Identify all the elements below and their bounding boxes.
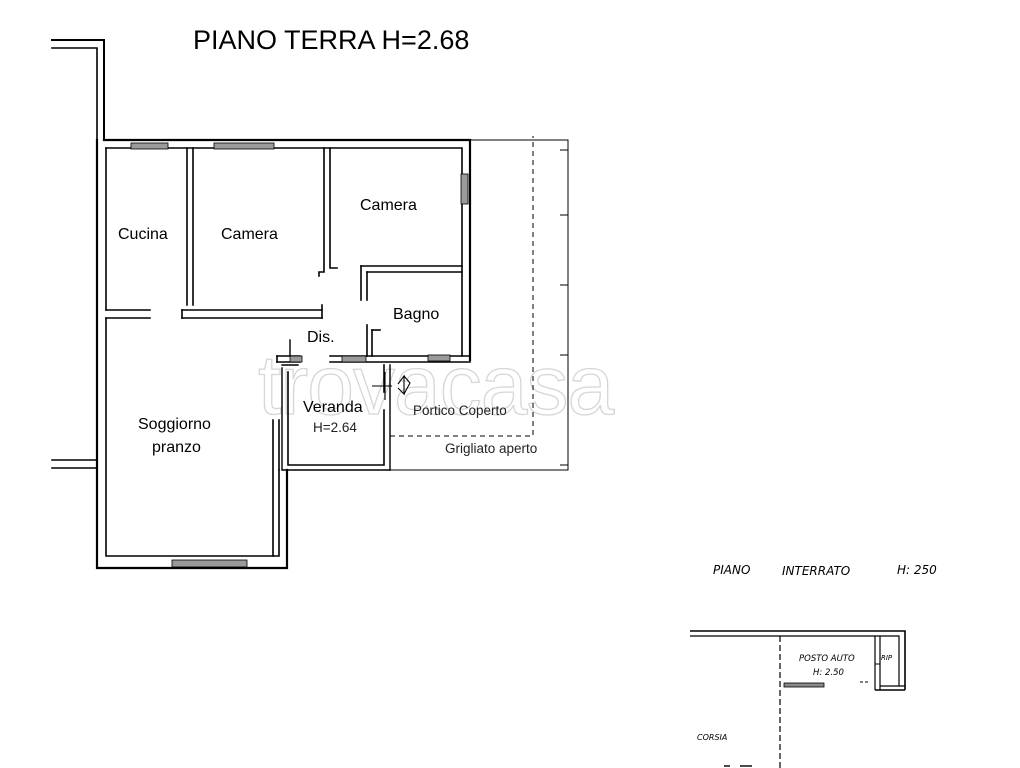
room-label-soggiorno: Soggiorno bbox=[138, 416, 211, 433]
basement-walls bbox=[690, 630, 906, 768]
portico-outline bbox=[390, 136, 569, 471]
grigliato-label: Grigliato aperto bbox=[445, 441, 537, 456]
entrance-door-symbol bbox=[372, 372, 411, 400]
basement-title: PIANO INTERRATO H: 250 bbox=[713, 563, 937, 578]
watermark: trovacasa bbox=[258, 338, 614, 432]
room-label-cucina: Cucina bbox=[118, 226, 168, 243]
veranda-height: H=2.64 bbox=[313, 420, 357, 435]
basement-door-mark bbox=[783, 682, 825, 688]
basement-title-height: H: 250 bbox=[897, 563, 937, 577]
posto-auto-label: POSTO AUTO bbox=[799, 654, 855, 664]
rip-label: RIP bbox=[881, 654, 893, 662]
posto-auto-height: H: 2.50 bbox=[813, 668, 844, 678]
portico-label: Portico Coperto bbox=[413, 403, 507, 418]
room-label-veranda: Veranda bbox=[303, 399, 363, 416]
room-label-camera-2: Camera bbox=[360, 197, 417, 214]
room-label-dis: Dis. bbox=[307, 329, 335, 346]
basement-title-interrato: INTERRATO bbox=[782, 564, 850, 578]
room-label-bagno: Bagno bbox=[393, 306, 439, 323]
ground-floor-windows bbox=[130, 142, 469, 568]
ground-floor-title: PIANO TERRA H=2.68 bbox=[193, 25, 469, 55]
corsia-label: CORSIA bbox=[697, 733, 727, 742]
ground-floor-walls bbox=[51, 39, 472, 570]
room-label-camera-1: Camera bbox=[221, 226, 278, 243]
room-label-pranzo: pranzo bbox=[152, 439, 201, 456]
basement-title-piano: PIANO bbox=[713, 563, 750, 577]
